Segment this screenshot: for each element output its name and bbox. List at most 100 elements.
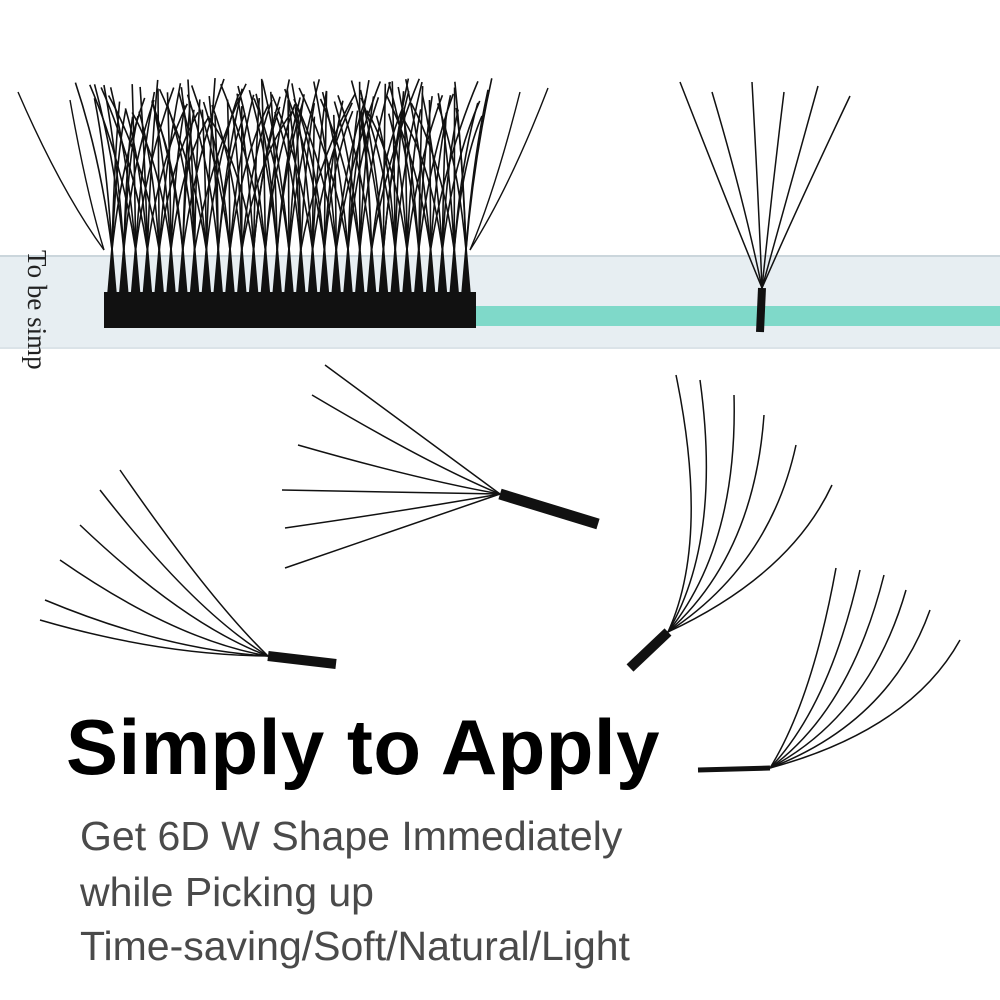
- body-line-2: while Picking up: [80, 869, 374, 915]
- lash-fiber: [186, 94, 219, 251]
- lash-fiber: [274, 111, 302, 251]
- lash-fiber: [375, 115, 396, 251]
- lash-fiber: [284, 88, 326, 251]
- lash-fan-icon: [39, 469, 337, 669]
- lash-fiber: [109, 87, 137, 251]
- lash-fiber: [220, 83, 267, 251]
- lash-fiber: [293, 98, 337, 251]
- lash-fiber: [319, 98, 361, 251]
- lash-fiber: [99, 489, 269, 657]
- lash-fiber: [386, 95, 432, 251]
- lash-fiber: [69, 99, 105, 251]
- lash-fiber: [406, 109, 422, 251]
- lash-fiber: [667, 374, 692, 633]
- lash-fiber: [769, 589, 907, 769]
- lash-fiber: [667, 444, 797, 633]
- lash-cluster-base: [213, 238, 224, 296]
- lash-fiber: [284, 493, 501, 529]
- lash-fiber: [297, 444, 501, 495]
- lash-fiber: [182, 109, 195, 251]
- lash-cluster-base: [225, 238, 235, 296]
- lash-cluster-base: [189, 238, 200, 296]
- body-line-3: Time-saving/Soft/Natural/Light: [80, 923, 630, 969]
- lash-cluster-base: [295, 238, 306, 296]
- lash-fiber: [287, 100, 290, 251]
- lash-fiber: [667, 484, 833, 633]
- lash-fiber: [119, 469, 269, 657]
- lash-fiber: [370, 78, 421, 251]
- lash-fiber: [441, 112, 448, 251]
- lash-cluster-base: [154, 238, 165, 296]
- lash-fiber: [332, 114, 337, 251]
- lash-fiber: [387, 113, 408, 251]
- lash-cluster-base: [402, 238, 412, 296]
- tray-print-text: To be simp: [22, 250, 52, 370]
- lash-fiber: [397, 86, 420, 251]
- lash-fans: [39, 81, 961, 773]
- lash-cluster-base: [319, 238, 330, 296]
- lash-cluster-base: [107, 238, 117, 296]
- lash-fiber: [428, 99, 432, 251]
- lash-fiber: [123, 99, 155, 251]
- lash-cluster-base: [390, 238, 401, 296]
- headline: Simply to Apply: [66, 703, 660, 791]
- lash-fan-icon: [281, 364, 600, 569]
- lash-strip-base: [104, 292, 476, 328]
- lash-fiber: [404, 78, 432, 251]
- lash-fiber: [39, 619, 269, 657]
- adhesive-tape: [470, 306, 1000, 326]
- lash-fiber: [131, 84, 137, 251]
- lash-fiber: [111, 109, 127, 251]
- lash-cluster-base: [236, 238, 247, 296]
- lash-fiber: [437, 93, 455, 251]
- lash-fiber: [211, 104, 243, 251]
- lash-cluster-base: [461, 238, 471, 296]
- lash-fiber: [178, 92, 208, 251]
- lash-fiber: [761, 91, 785, 289]
- lash-fiber: [400, 114, 444, 251]
- lash-cluster-base: [425, 238, 436, 296]
- lash-fiber: [465, 89, 489, 251]
- lash-fiber: [151, 100, 172, 251]
- lash-fiber: [321, 91, 349, 251]
- lash-cluster-base: [413, 238, 424, 296]
- lash-cluster-base: [142, 238, 153, 296]
- lash-fiber: [453, 115, 483, 251]
- lash-fiber: [252, 98, 261, 251]
- lash-cluster-base: [331, 238, 342, 296]
- lash-fiber: [138, 111, 160, 251]
- lash-fiber: [134, 91, 156, 251]
- lash-fiber: [170, 105, 186, 251]
- lash-fiber: [360, 97, 396, 251]
- lash-fan-icon: [679, 81, 851, 333]
- lash-fiber: [769, 639, 961, 769]
- lash-fiber: [429, 94, 452, 251]
- lash-fiber: [359, 96, 375, 251]
- lash-fiber: [202, 101, 231, 251]
- lash-fiber: [469, 87, 549, 251]
- lash-fiber: [455, 107, 467, 251]
- lash-fiber: [769, 569, 861, 769]
- lash-fiber: [769, 567, 837, 769]
- lash-fiber: [59, 559, 269, 657]
- lash-fiber: [237, 85, 267, 251]
- lash-fiber: [193, 99, 201, 251]
- lash-fiber: [207, 116, 255, 251]
- lash-fiber: [410, 102, 455, 251]
- lash-fiber: [74, 82, 113, 251]
- lash-fiber: [241, 99, 273, 251]
- lash-fiber: [17, 91, 105, 251]
- lash-fiber: [298, 87, 349, 251]
- lash-fiber: [711, 91, 763, 289]
- lash-fiber: [335, 95, 367, 251]
- lash-fiber: [761, 85, 819, 289]
- lash-fiber: [366, 110, 408, 251]
- lash-fiber: [155, 117, 184, 251]
- lash-fiber: [337, 95, 373, 251]
- lash-fiber: [158, 88, 208, 251]
- lash-strip-icon: [17, 77, 549, 328]
- lash-cluster-base: [130, 238, 141, 296]
- lash-fan-icon: [697, 567, 961, 773]
